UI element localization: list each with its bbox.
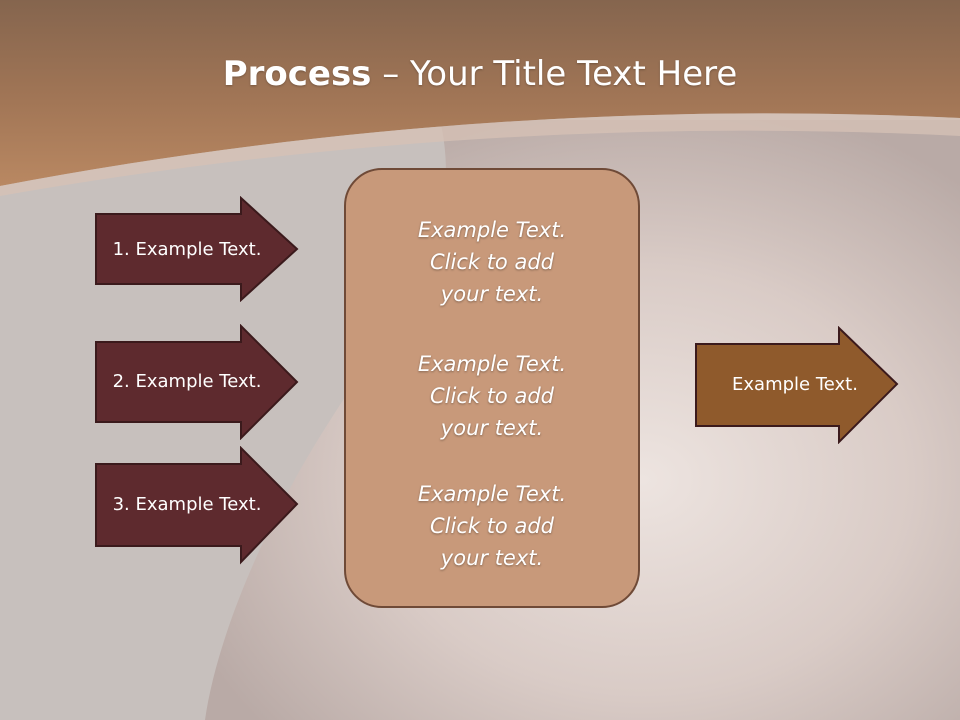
title-bold-part: Process: [222, 54, 372, 94]
center-text-box[interactable]: Example Text. Click to add your text. Ex…: [344, 168, 640, 608]
process-arrow-2[interactable]: [94, 324, 300, 440]
result-arrow[interactable]: [694, 326, 900, 444]
process-arrow-3-label: 3. Example Text.: [112, 494, 262, 515]
center-block-3: Example Text. Click to add your text.: [346, 478, 638, 574]
center-block-2-line1: Example Text.: [417, 352, 567, 376]
center-block-1-line1: Example Text.: [417, 218, 567, 242]
title-rest-part: – Your Title Text Here: [371, 54, 738, 94]
process-arrow-1[interactable]: [94, 196, 300, 302]
center-block-3-line2: Click to add: [429, 514, 554, 538]
center-block-3-line3: your text.: [440, 546, 544, 570]
center-block-2: Example Text. Click to add your text.: [346, 348, 638, 444]
process-arrow-2-label: 2. Example Text.: [112, 371, 262, 392]
center-block-2-line2: Click to add: [429, 384, 554, 408]
center-block-1-line3: your text.: [440, 282, 544, 306]
center-block-2-line3: your text.: [440, 416, 544, 440]
result-arrow-label: Example Text.: [732, 374, 858, 395]
center-block-3-line1: Example Text.: [417, 482, 567, 506]
center-block-1: Example Text. Click to add your text.: [346, 214, 638, 310]
process-arrow-1-label: 1. Example Text.: [112, 239, 262, 260]
slide-title: Process – Your Title Text Here: [0, 52, 960, 96]
process-arrow-3[interactable]: [94, 446, 300, 566]
center-block-1-line2: Click to add: [429, 250, 554, 274]
